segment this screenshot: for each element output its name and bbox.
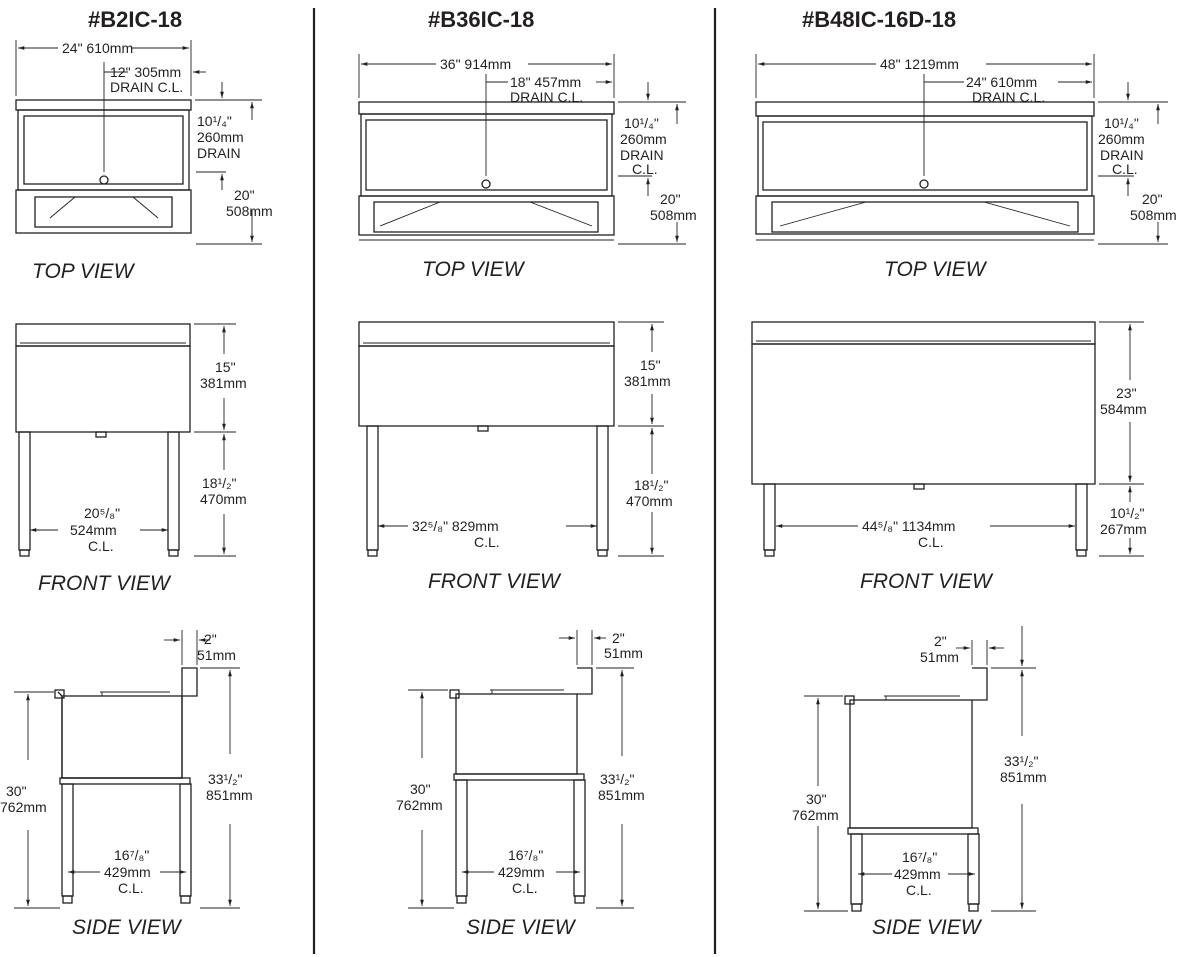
splash-dim: 2" [934,633,947,649]
top-view-drawing: 24" 610mm 12" 305mm DRAIN C.L. 10¹/₄" 26… [15,40,273,245]
height-mm: 762mm [0,799,47,815]
front-view-label: FRONT VIEW [860,570,994,593]
front-view-drawing: 23" 584mm 10¹/₂" 267mm 44⁵/₈" 1134mm C.L… [751,321,1147,557]
side-leg-spacing-cl: C.L. [512,880,538,896]
drain-depth-cl: C.L. [632,161,658,177]
splash-dim: 2" [612,630,625,646]
leg-spacing-mm: 524mm [70,522,117,538]
overall-height-mm: 851mm [206,787,253,803]
model-title: #B48IC-16D-18 [802,7,956,32]
splash-mm: 51mm [604,645,643,661]
height-dim: 30" [806,791,827,807]
drain-offset-dim: 24" 610mm [966,74,1037,90]
leg-height-mm: 267mm [1100,521,1147,537]
overall-height-dim: 33¹/₂" [208,771,243,787]
leg-spacing-cl: C.L. [918,534,944,550]
height-dim: 30" [410,781,431,797]
side-leg-spacing-mm: 429mm [894,866,941,882]
drain-depth-dim: 10¹/₄" [624,115,659,131]
overall-height-dim: 33¹/₂" [600,771,635,787]
side-view-drawing: 2" 51mm 30" 762mm 33¹/₂" 851mm 16⁷/₈" 42… [0,630,253,909]
side-leg-spacing-dim: 16⁷/₈" [508,847,543,863]
leg-height-mm: 470mm [626,493,673,509]
overall-height-dim: 33¹/₂" [1004,753,1039,769]
drain-cl-label: DRAIN C.L. [110,79,183,95]
drain-depth-dim: 10¹/₄" [1104,115,1139,131]
body-height-dim: 15" [640,357,661,373]
leg-spacing-cl: C.L. [474,534,500,550]
drain-depth-mm: 260mm [620,131,667,147]
drain-depth-label: DRAIN [197,145,241,161]
top-view-drawing: 36" 914mm 18" 457mm DRAIN C.L. 10¹/₄" 26… [358,54,697,245]
body-height-dim: 15" [215,359,236,375]
leg-spacing-cl: C.L. [88,538,114,554]
leg-height-dim: 18¹/₂" [202,475,237,491]
side-view-drawing: 2" 51mm 30" 762mm 33¹/₂" 851mm 16⁷/₈" 42… [396,630,645,909]
overall-depth-mm: 508mm [1130,207,1177,223]
overall-width-dim: 48" 1219mm [880,56,959,72]
side-leg-spacing-dim: 16⁷/₈" [902,849,937,865]
overall-width-dim: 36" 914mm [440,56,511,72]
leg-height-dim: 10¹/₂" [1110,505,1145,521]
height-dim: 30" [6,783,27,799]
side-leg-spacing-mm: 429mm [498,864,545,880]
drain-depth-cl: C.L. [1112,161,1138,177]
overall-depth-dim: 20" [660,191,681,207]
side-view-label: SIDE VIEW [872,916,983,939]
drain-offset-dim: 12" 305mm [110,64,181,80]
body-height-dim: 23" [1116,385,1137,401]
overall-height-mm: 851mm [598,787,645,803]
top-view-label: TOP VIEW [422,258,526,281]
side-view-label: SIDE VIEW [466,916,577,939]
front-view-drawing: 15" 381mm 18¹/₂" 470mm 20⁵/₈" 524mm C.L. [15,323,247,557]
overall-width-dim: 24" 610mm [62,40,133,56]
drain-depth-label: DRAIN [620,147,664,163]
side-leg-spacing-mm: 429mm [104,864,151,880]
side-leg-spacing-dim: 16⁷/₈" [114,847,149,863]
top-view-label: TOP VIEW [32,260,136,283]
leg-height-dim: 18¹/₂" [634,477,669,493]
splash-mm: 51mm [197,647,236,663]
splash-mm: 51mm [920,649,959,665]
drain-offset-dim: 18" 457mm [510,74,581,90]
leg-spacing-dim: 44⁵/₈" 1134mm [862,518,955,534]
model-column-b2ic-18: #B2IC-18 24" 610mm [0,7,273,939]
leg-spacing-dim: 32⁵/₈" 829mm [412,518,499,534]
overall-depth-mm: 508mm [650,207,697,223]
overall-depth-dim: 20" [1142,191,1163,207]
drain-cl-label: DRAIN C.L. [972,89,1045,105]
front-view-drawing: 15" 381mm 18¹/₂" 470mm 32⁵/₈" 829mm C.L. [358,321,673,557]
splash-dim: 2" [204,631,217,647]
body-height-mm: 584mm [1100,401,1147,417]
side-view-drawing: 2" 51mm 30" 762mm 33¹/₂" 851mm 16⁷/₈" 42… [792,626,1047,912]
leg-spacing-dim: 20⁵/₈" [84,505,120,521]
model-title: #B36IC-18 [428,7,534,32]
model-title: #B2IC-18 [88,7,182,32]
height-mm: 762mm [396,797,443,813]
body-height-mm: 381mm [624,373,671,389]
body-height-mm: 381mm [200,375,247,391]
front-view-label: FRONT VIEW [38,572,172,595]
leg-height-mm: 470mm [200,491,247,507]
side-leg-spacing-cl: C.L. [906,882,932,898]
drain-depth-mm: 260mm [1098,131,1145,147]
drain-depth-label: DRAIN [1100,147,1144,163]
side-view-label: SIDE VIEW [72,916,183,939]
overall-depth-mm: 508mm [226,203,273,219]
model-column-b48ic-16d-18: #B48IC-16D-18 48" 1219 [751,7,1177,939]
drain-cl-label: DRAIN C.L. [510,89,583,105]
overall-height-mm: 851mm [1000,769,1047,785]
top-view-label: TOP VIEW [884,258,988,281]
model-column-b36ic-18: #B36IC-18 36" 914mm [358,7,697,939]
height-mm: 762mm [792,807,839,823]
overall-depth-dim: 20" [234,187,255,203]
drain-depth-dim: 10¹/₄" [197,113,232,129]
drain-depth-mm: 260mm [197,129,244,145]
side-leg-spacing-cl: C.L. [118,880,144,896]
front-view-label: FRONT VIEW [428,570,562,593]
top-view-drawing: 48" 1219mm 24" 610mm DRAIN C.L. 10¹/₄" 2… [755,54,1177,245]
